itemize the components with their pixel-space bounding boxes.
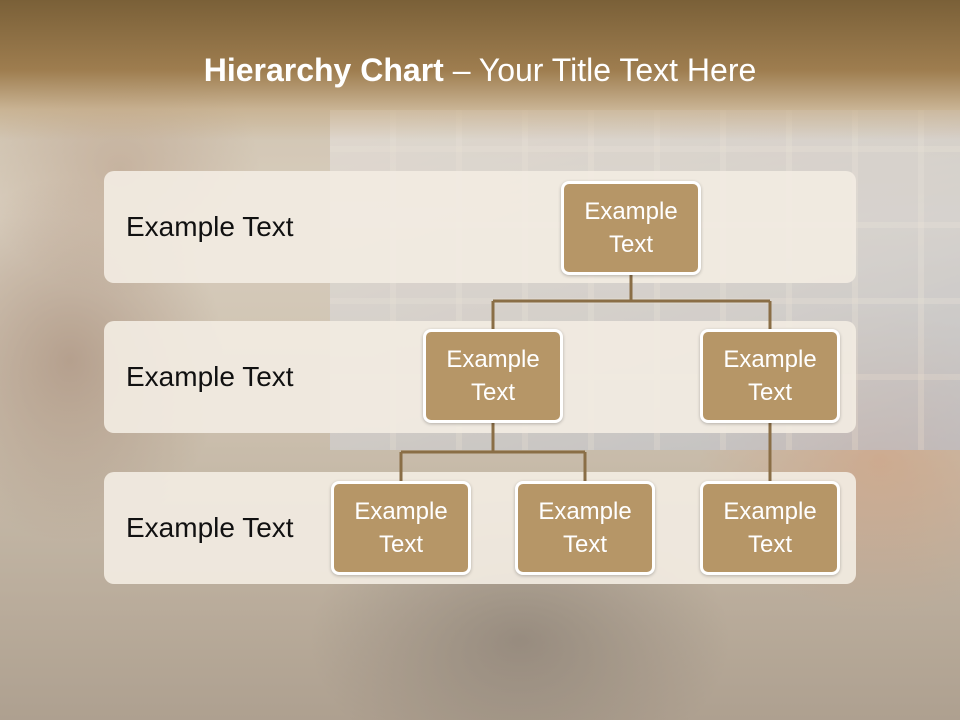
node-level2-right[interactable]: Example Text [700,329,840,423]
node-level2-left[interactable]: Example Text [423,329,563,423]
node-level3-right[interactable]: Example Text [700,481,840,575]
level-2-label: Example Text [126,361,294,392]
node-level3-middle[interactable]: Example Text [515,481,655,575]
node-root[interactable]: Example Text [561,181,701,275]
title-bold: Hierarchy Chart [203,52,444,88]
node-level3-left[interactable]: Example Text [331,481,471,575]
title-band [0,0,960,140]
level-band-1: Example Text [104,171,856,283]
level-1-label: Example Text [126,211,294,242]
level-3-label: Example Text [126,512,294,543]
slide-title: Hierarchy Chart – Your Title Text Here [0,52,960,89]
title-rest: – Your Title Text Here [443,52,757,88]
